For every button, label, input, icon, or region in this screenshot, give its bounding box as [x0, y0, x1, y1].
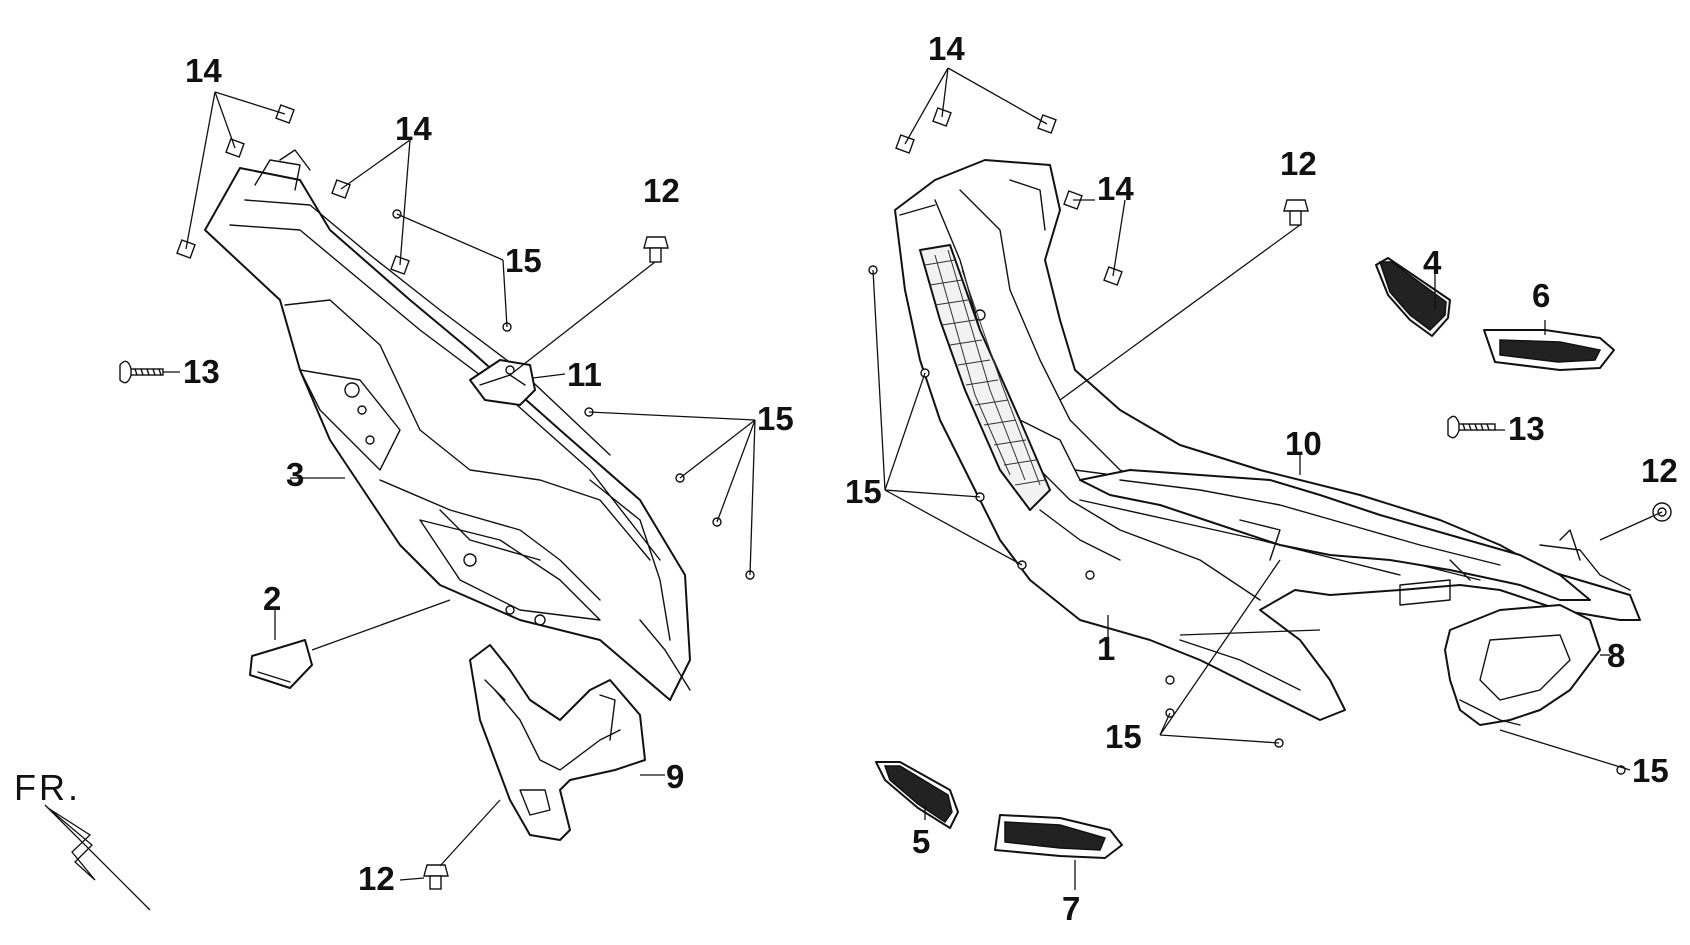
part-7-trim [994, 814, 1123, 859]
part-2-cap [249, 639, 313, 689]
front-label: FR. [14, 767, 81, 808]
callout-4: 4 [1423, 244, 1442, 281]
callout-11: 11 [567, 356, 602, 393]
part-9-lower-bracket [469, 644, 646, 841]
left-assembly [119, 91, 756, 890]
callout-9: 9 [666, 758, 684, 795]
callout-12: 12 [1641, 452, 1678, 489]
callout-labels: 14 14 15 12 13 11 15 3 2 9 12 14 14 12 4… [183, 30, 1678, 927]
callout-5: 5 [912, 823, 930, 860]
callout-13: 13 [183, 353, 220, 390]
callout-14: 14 [395, 110, 432, 147]
leaders-right [872, 67, 1663, 890]
part-12-bolt-right-top [1283, 199, 1309, 226]
callout-1: 1 [1097, 630, 1115, 667]
callout-7: 7 [1062, 890, 1080, 927]
part-12-bolt-left-bottom [423, 864, 449, 890]
callout-15: 15 [505, 242, 542, 279]
callout-15: 15 [845, 473, 882, 510]
callout-12: 12 [643, 172, 680, 209]
callout-2: 2 [263, 580, 281, 617]
callout-14: 14 [185, 52, 222, 89]
callout-12: 12 [1280, 145, 1317, 182]
callout-10: 10 [1285, 425, 1322, 462]
part-3-left-cover [204, 149, 691, 701]
callout-12: 12 [358, 860, 395, 897]
part-12-nut-right [1652, 502, 1672, 522]
part-8-side-piece [1444, 604, 1601, 726]
part-15-screws-right [868, 265, 1626, 775]
right-assembly [868, 67, 1672, 890]
callout-15: 15 [757, 400, 794, 437]
part-13-screw-right [1447, 415, 1496, 439]
leaders-left [163, 91, 756, 881]
callout-14: 14 [928, 30, 965, 67]
callout-8: 8 [1607, 637, 1625, 674]
callout-3: 3 [286, 456, 304, 493]
part-6-trim [1483, 329, 1615, 371]
callout-15: 15 [1632, 752, 1669, 789]
part-12-bolt-left-top [643, 236, 669, 263]
front-direction-indicator: FR. [14, 767, 151, 911]
callout-6: 6 [1532, 277, 1550, 314]
part-13-screw-left [119, 360, 164, 384]
callout-15: 15 [1105, 718, 1142, 755]
callout-13: 13 [1508, 410, 1545, 447]
part-1-grille [919, 244, 1051, 511]
part-14-clips-left [176, 104, 410, 275]
part-5-trim [875, 761, 959, 829]
part-10-rail [1079, 469, 1591, 601]
callout-14: 14 [1097, 170, 1134, 207]
part-4-trim [1375, 257, 1451, 337]
